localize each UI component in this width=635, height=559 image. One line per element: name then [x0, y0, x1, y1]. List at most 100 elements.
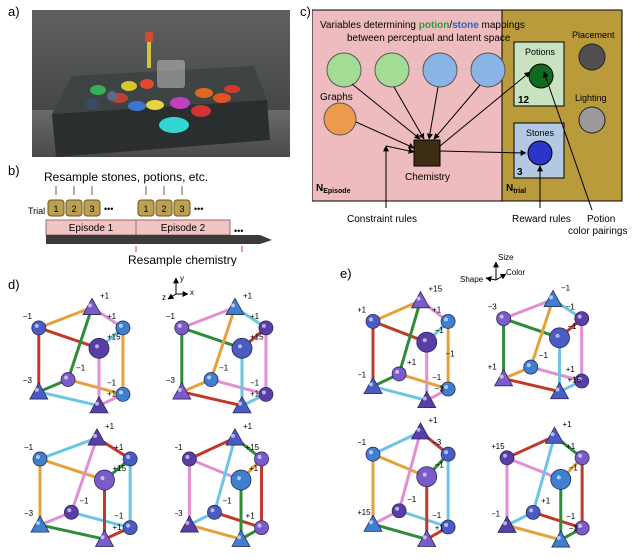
e-cube-2: −3−1−1−1+1−1+1+15: [488, 285, 590, 400]
e-stone-highlight: [369, 450, 373, 455]
var-circle-blue-1: [422, 52, 458, 88]
stick-figure: [147, 32, 151, 68]
d-stone-highlight: [237, 476, 241, 481]
d-stone: [254, 520, 269, 535]
d-stone-highlight: [118, 390, 123, 395]
ellipsis-3: •••: [234, 226, 243, 236]
d-stone: [203, 372, 219, 387]
e-reward-label: −1: [569, 463, 579, 472]
d-edge: [38, 523, 106, 541]
d-stone: [232, 395, 252, 414]
e-reward-label: +1: [566, 365, 576, 374]
d-reward-label: −1: [222, 496, 232, 505]
time-arrow: [46, 235, 272, 244]
n-episode-label: NEpisode: [316, 183, 351, 195]
stones-label: Stones: [526, 128, 555, 138]
d-stone-highlight: [126, 454, 131, 459]
e-reward-label: +1: [566, 442, 576, 451]
e-edge: [371, 430, 422, 456]
constraint-rules-label: Constraint rules: [347, 214, 417, 225]
e-stone-highlight: [395, 369, 400, 374]
d-edge: [37, 305, 94, 330]
e-stone: [365, 446, 381, 462]
d-stone-highlight: [126, 523, 131, 528]
potions-label: Potions: [525, 47, 556, 57]
e-reward-label: −1: [568, 322, 578, 331]
e-edge: [371, 384, 429, 402]
d-cube-2: −1+1+1+15−3−1−1+1: [166, 292, 274, 414]
d-stone: [258, 387, 274, 402]
trial-3: 3: [89, 204, 94, 214]
d-stone-highlight: [177, 387, 182, 392]
stone-circle: [527, 140, 553, 166]
c-title-line2: between perceptual and latent space: [347, 33, 511, 44]
placement-label: Placement: [572, 30, 615, 40]
d-edge: [37, 390, 101, 408]
d-edge: [209, 305, 237, 382]
d-stone-highlight: [231, 433, 235, 438]
chemistry-box: [413, 139, 441, 167]
d-stone: [115, 320, 131, 336]
e-stone: [549, 327, 570, 349]
d-edge: [212, 436, 237, 514]
e-stone-highlight: [422, 535, 427, 540]
lighting-label: Lighting: [575, 93, 607, 103]
potion-green: [90, 85, 106, 95]
d-edge: [69, 510, 132, 530]
graphs-circle: [323, 102, 357, 136]
rule-arrows: [383, 71, 593, 211]
potion-pairings-label-2: color pairings: [568, 226, 627, 237]
potion-orange: [195, 88, 213, 98]
panel-c-label: c): [300, 4, 311, 19]
e-reward-label: −3: [435, 384, 445, 393]
e-stone-highlight: [444, 385, 449, 389]
e-edge: [502, 377, 561, 394]
graphs-label: Graphs: [320, 92, 353, 103]
d-stone: [231, 529, 251, 547]
d-stone-highlight: [177, 323, 182, 328]
episode-2-label: Episode 2: [161, 223, 206, 234]
d-stone: [30, 515, 50, 533]
e-stone: [574, 450, 590, 466]
d-reward-label: +1: [105, 422, 115, 431]
e-reward-label: +15: [568, 376, 582, 385]
e-reward-label: +1: [432, 305, 442, 314]
d-reward-label: +1: [246, 512, 256, 521]
d-stone: [32, 451, 48, 467]
e-stone: [440, 519, 456, 535]
d-reward-label: −1: [250, 378, 260, 387]
e-stone: [363, 376, 383, 394]
e-stone-highlight: [555, 333, 560, 338]
resample-stones-label: Resample stones, potions, etc.: [44, 170, 208, 184]
e-stone-highlight: [395, 506, 400, 511]
d-stone-highlight: [261, 390, 266, 395]
d-stone: [122, 520, 138, 535]
var-circle-green-1: [326, 52, 362, 88]
panel-a-render: [32, 10, 290, 157]
e-stone: [410, 290, 431, 309]
potion-red-4: [191, 105, 211, 117]
d-cube-4: −1+1+15+1−3−1+1: [175, 422, 269, 547]
e-stone-highlight: [499, 374, 504, 379]
e-edge: [371, 299, 422, 323]
e-reward-label: +1: [488, 363, 497, 372]
d-edge: [38, 436, 99, 461]
e-stone-highlight: [444, 317, 449, 322]
e-stone: [365, 314, 381, 329]
e-stone-highlight: [556, 535, 561, 540]
d-reward-label: −3: [175, 509, 183, 518]
e-stone: [493, 368, 514, 387]
panel-e-label: e): [340, 266, 352, 281]
d-edge: [209, 378, 268, 396]
d-reward-label: +15: [246, 443, 260, 452]
axis-z: z: [162, 293, 166, 302]
d-reward-label: +1: [243, 422, 253, 431]
d-stone-highlight: [185, 520, 190, 525]
e-reward-label: −1: [432, 511, 442, 520]
e-stone: [440, 381, 456, 397]
e-stone-highlight: [577, 377, 582, 381]
cauldron-glass: [157, 60, 185, 88]
e-reward-label: +1: [429, 416, 439, 425]
d-reward-label: −1: [76, 364, 86, 373]
e-stone-highlight: [578, 524, 583, 528]
